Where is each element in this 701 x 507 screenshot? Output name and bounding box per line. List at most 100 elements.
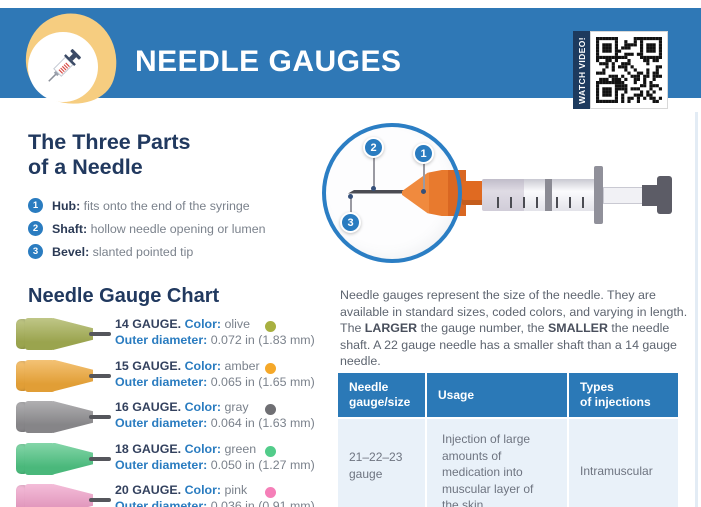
needle-hub-cone <box>53 318 93 350</box>
gauge-row: 16 GAUGE. Color: gray Outer diameter: 0.… <box>16 399 315 437</box>
gauge-color-dot <box>265 321 276 332</box>
watch-video-qr-block[interactable]: WATCH VIDEO! <box>573 31 668 109</box>
gauge-text: 14 GAUGE. Color: olive Outer diameter: 0… <box>115 316 315 348</box>
od-label: Outer diameter: <box>115 374 208 389</box>
gauge-od-value: 0.072 in (1.83 mm) <box>210 333 315 347</box>
gauge-color-dot <box>265 362 276 374</box>
syringe-barrel-graphic <box>482 179 598 211</box>
barrel-tick <box>582 197 584 208</box>
table-header-cell: Types of injections <box>567 373 678 419</box>
gauge-od-value: 0.050 in (1.27 mm) <box>210 457 315 472</box>
od-label: Outer diameter: <box>115 333 208 347</box>
needle-illustration <box>16 483 111 507</box>
page-title: NEEDLE GAUGES <box>135 45 402 78</box>
part-desc: fits onto the end of the syringe <box>83 198 250 213</box>
gauge-text: 16 GAUGE. Color: gray Outer diameter: 0.… <box>115 399 315 431</box>
syringe-seal-graphic <box>545 179 552 211</box>
logo-circle <box>28 32 98 102</box>
gauge-color-name: olive <box>224 317 250 331</box>
color-label: Color: <box>184 358 222 373</box>
intro-segment: the needle shaft. A 22 gauge needle has … <box>340 321 677 369</box>
gauge-color-dot <box>265 445 276 457</box>
gauge-color-name: green <box>224 441 257 456</box>
needle-hub-cone <box>53 359 93 392</box>
gauge-row: 14 GAUGE. Color: olive Outer diameter: 0… <box>16 316 315 354</box>
part-text: Hub: fits onto the end of the syringe <box>52 199 250 213</box>
table-cell: Injection of large amounts of medication… <box>425 418 568 507</box>
needle-shaft <box>89 415 111 419</box>
barrel-tick <box>569 197 571 208</box>
needle-shaft <box>89 498 111 502</box>
barrel-tick <box>556 197 558 208</box>
needle-hub-body <box>25 318 55 350</box>
part-desc: hollow needle opening or lumen <box>90 221 266 236</box>
od-label: Outer diameter: <box>115 416 208 430</box>
needle-hub-cone <box>53 442 93 475</box>
number-badge: 1 <box>28 198 43 213</box>
barrel-tick <box>536 197 538 208</box>
part-text: Bevel: slanted pointed tip <box>52 245 193 259</box>
intro-segment: SMALLER <box>548 321 608 336</box>
gauge-od-value: 0.064 in (1.63 mm) <box>210 416 315 430</box>
color-label: Color: <box>184 441 222 456</box>
plunger-thumb-rest-graphic <box>657 176 672 214</box>
needle-hub-body <box>25 442 55 475</box>
gauge-od-value: 0.036 in (0.91 mm) <box>210 499 315 507</box>
intro-segment: LARGER <box>364 321 418 336</box>
page-edge-line <box>695 112 698 507</box>
needle-illustration <box>16 317 111 351</box>
od-label: Outer diameter: <box>115 457 208 472</box>
watch-video-label: WATCH VIDEO! <box>576 36 587 104</box>
gauge-color-dot <box>265 404 276 415</box>
gauge-color-name: amber <box>224 358 260 373</box>
callout-badge-3: 3 <box>340 212 361 233</box>
needle-illustration <box>16 442 111 476</box>
barrel-tick <box>523 197 525 208</box>
color-label: Color: <box>184 483 222 497</box>
needle-shaft <box>89 332 111 336</box>
needle-hub-body <box>25 401 55 433</box>
table-cell: 21–22–23 gauge <box>338 418 426 507</box>
needle-illustration <box>16 359 111 393</box>
needle-hub-cone <box>53 401 93 433</box>
callout-badge-2: 2 <box>363 137 384 158</box>
gauge-chart-heading: Needle Gauge Chart <box>28 285 220 307</box>
needle-shaft <box>89 456 111 461</box>
needle-part-item: 1 Hub: fits onto the end of the syringe <box>28 194 328 217</box>
intro-paragraph: Needle gauges represent the size of the … <box>340 287 696 370</box>
gauge-row: 20 GAUGE. Color: pink Outer diameter: 0.… <box>16 482 315 507</box>
magnifier-circle-ring <box>322 123 462 263</box>
callout-badge-1: 1 <box>413 143 434 164</box>
part-term: Hub: <box>52 198 81 213</box>
table-cell: Intramuscular <box>567 418 678 507</box>
part-term: Bevel: <box>52 244 90 259</box>
gauge-row: 15 GAUGE. Color: amber Outer diameter: 0… <box>16 358 315 396</box>
gauge-od-value: 0.065 in (1.65 mm) <box>210 374 315 389</box>
logo <box>14 1 130 120</box>
three-parts-list: 1 Hub: fits onto the end of the syringe … <box>28 194 328 263</box>
gauge-color-name: gray <box>224 400 249 414</box>
needle-hub-body <box>25 484 55 507</box>
gauge-row: 18 GAUGE. Color: green Outer diameter: 0… <box>16 441 315 479</box>
part-desc: slanted pointed tip <box>92 244 194 259</box>
watch-video-label-strip: WATCH VIDEO! <box>573 31 590 109</box>
gauge-name: 18 GAUGE. <box>115 441 182 456</box>
intro-segment: the gauge number, the <box>417 321 549 336</box>
gauge-text: 18 GAUGE. Color: green Outer diameter: 0… <box>115 441 315 473</box>
qr-code[interactable] <box>590 31 668 109</box>
gauge-text: 15 GAUGE. Color: amber Outer diameter: 0… <box>115 358 315 390</box>
needle-hub-cone <box>53 484 93 507</box>
part-term: Shaft: <box>52 221 88 236</box>
gauge-name: 14 GAUGE. <box>115 317 182 331</box>
qr-code-icon <box>596 37 662 103</box>
needle-part-item: 3 Bevel: slanted pointed tip <box>28 240 328 263</box>
needle-shaft <box>89 373 111 378</box>
needle-illustration <box>16 400 111 434</box>
syringe-flange-graphic <box>594 166 603 224</box>
color-label: Color: <box>184 317 222 331</box>
number-badge: 3 <box>28 244 43 259</box>
